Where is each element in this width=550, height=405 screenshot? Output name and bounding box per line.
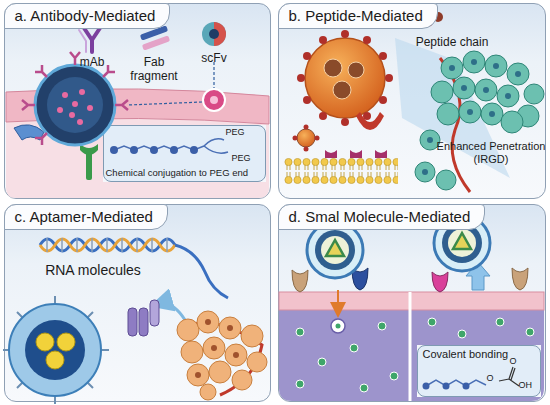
inset-text: OH bbox=[519, 381, 533, 391]
panel-title: d. Smal Molecule-Mediated bbox=[278, 204, 486, 230]
panel-box: b. Peptide-Mediated bbox=[278, 3, 546, 199]
figure-label: Peptide chain bbox=[412, 36, 492, 50]
figure-label: mAb bbox=[72, 56, 112, 70]
inset-text: O bbox=[487, 374, 494, 384]
inset-box: Covalent bondingOOOH bbox=[417, 345, 541, 397]
figure-label: Enhanced Penetration (IRGD) bbox=[436, 140, 546, 165]
panel-title: a. Antibody-Mediated bbox=[4, 3, 171, 29]
panel-box: c. Aptamer-Mediated bbox=[4, 204, 271, 402]
panel-title: b. Peptide-Mediated bbox=[278, 3, 438, 29]
panel-box: d. Smal Molecule-MediatedCovalent bondin… bbox=[278, 204, 546, 402]
figure-label: RNA molecules bbox=[38, 262, 148, 278]
figure-label: Fab fragment bbox=[122, 56, 186, 84]
inset-text: Covalent bonding bbox=[423, 348, 509, 360]
inset-text: O bbox=[510, 357, 517, 367]
panel-title: c. Aptamer-Mediated bbox=[4, 204, 168, 230]
figure-label: scFv bbox=[194, 52, 234, 66]
inset-text: PEG bbox=[232, 154, 251, 164]
panel-box: a. Antibody-MediatedPEG PEG Chemical conju… bbox=[4, 3, 271, 199]
inset-text: Chemical conjugation to PEG end bbox=[106, 168, 249, 178]
inset-text: PEG bbox=[226, 128, 245, 138]
inset-box: PEG PEG Chemical conjugation to PEG end bbox=[103, 125, 266, 182]
